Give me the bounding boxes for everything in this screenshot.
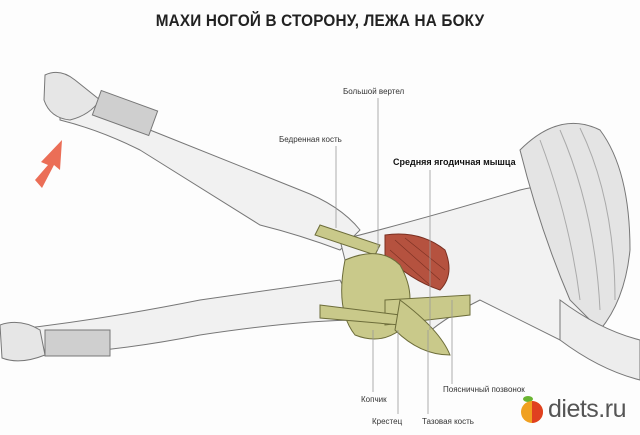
- arm: [559, 299, 640, 381]
- label-sacrum: Крестец: [372, 417, 403, 426]
- page-title: МАХИ НОГОЙ В СТОРОНУ, ЛЕЖА НА БОКУ: [155, 11, 485, 30]
- raised-ankle-weight: [91, 89, 159, 137]
- lower-ankle-weight: [44, 329, 111, 357]
- site-logo: diets.ru: [519, 394, 626, 424]
- label-gluteus-medius: Средняя ягодичная мышца: [393, 157, 516, 167]
- ilium-bone: [394, 299, 451, 356]
- hair: [519, 122, 631, 331]
- apple-icon: [521, 396, 543, 423]
- label-femur: Бедренная кость: [279, 135, 342, 144]
- label-greater-trochanter: Большой вертел: [343, 87, 405, 96]
- gluteus-medius-muscle: [384, 233, 450, 291]
- logo-text: diets.ru: [548, 394, 626, 423]
- label-lumbar-vertebra: Поясничный позвонок: [443, 385, 525, 394]
- raised-foot: [43, 71, 101, 121]
- label-coccyx: Копчик: [361, 395, 387, 404]
- label-pelvic-bone: Тазовая кость: [422, 417, 474, 426]
- up-arrow-icon: [35, 140, 62, 188]
